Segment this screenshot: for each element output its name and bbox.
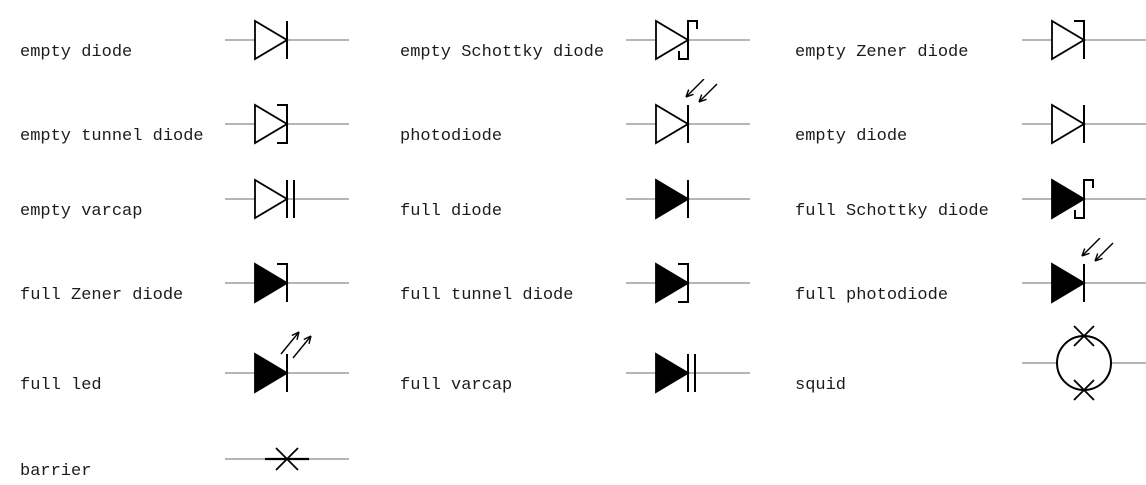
full-diode-symbol-icon: [626, 154, 750, 244]
empty-varcap-symbol-icon: [225, 154, 349, 244]
empty-tunnel-diode-symbol-icon: [225, 79, 349, 169]
symbol-label-full-led: full led: [20, 376, 102, 395]
symbol-label-full-diode: full diode: [400, 202, 503, 221]
symbol-label-full-photodiode: full photodiode: [795, 286, 949, 305]
squid-symbol-icon: [1022, 318, 1146, 408]
empty-diode-symbol-icon: [1022, 79, 1146, 169]
symbol-label-empty-diode: empty diode: [795, 127, 908, 146]
photodiode-symbol-icon: [626, 79, 750, 169]
symbol-label-full-schottky-diode: full Schottky diode: [795, 202, 989, 221]
empty-schottky-diode-symbol-icon: [626, 0, 750, 85]
symbol-label-empty-tunnel-diode: empty tunnel diode: [20, 127, 204, 146]
full-varcap-symbol-icon: [626, 328, 750, 418]
symbol-label-full-tunnel-diode: full tunnel diode: [400, 286, 574, 305]
symbol-label-empty-schottky-diode: empty Schottky diode: [400, 43, 605, 62]
symbol-label-full-zener-diode: full Zener diode: [20, 286, 184, 305]
full-led-symbol-icon: [225, 328, 349, 418]
full-schottky-diode-symbol-icon: [1022, 154, 1146, 244]
barrier-symbol-icon: [225, 414, 349, 485]
symbol-label-barrier: barrier: [20, 462, 92, 481]
symbol-label-empty-diode: empty diode: [20, 43, 133, 62]
full-photodiode-symbol-icon: [1022, 238, 1146, 328]
symbol-label-full-varcap: full varcap: [400, 376, 513, 395]
symbol-label-squid: squid: [795, 376, 847, 395]
symbol-label-empty-varcap: empty varcap: [20, 202, 143, 221]
empty-diode-symbol-icon: [225, 0, 349, 85]
symbol-label-photodiode: photodiode: [400, 127, 503, 146]
full-zener-diode-symbol-icon: [225, 238, 349, 328]
symbol-label-empty-zener-diode: empty Zener diode: [795, 43, 969, 62]
empty-zener-diode-symbol-icon: [1022, 0, 1146, 85]
full-tunnel-diode-symbol-icon: [626, 238, 750, 328]
